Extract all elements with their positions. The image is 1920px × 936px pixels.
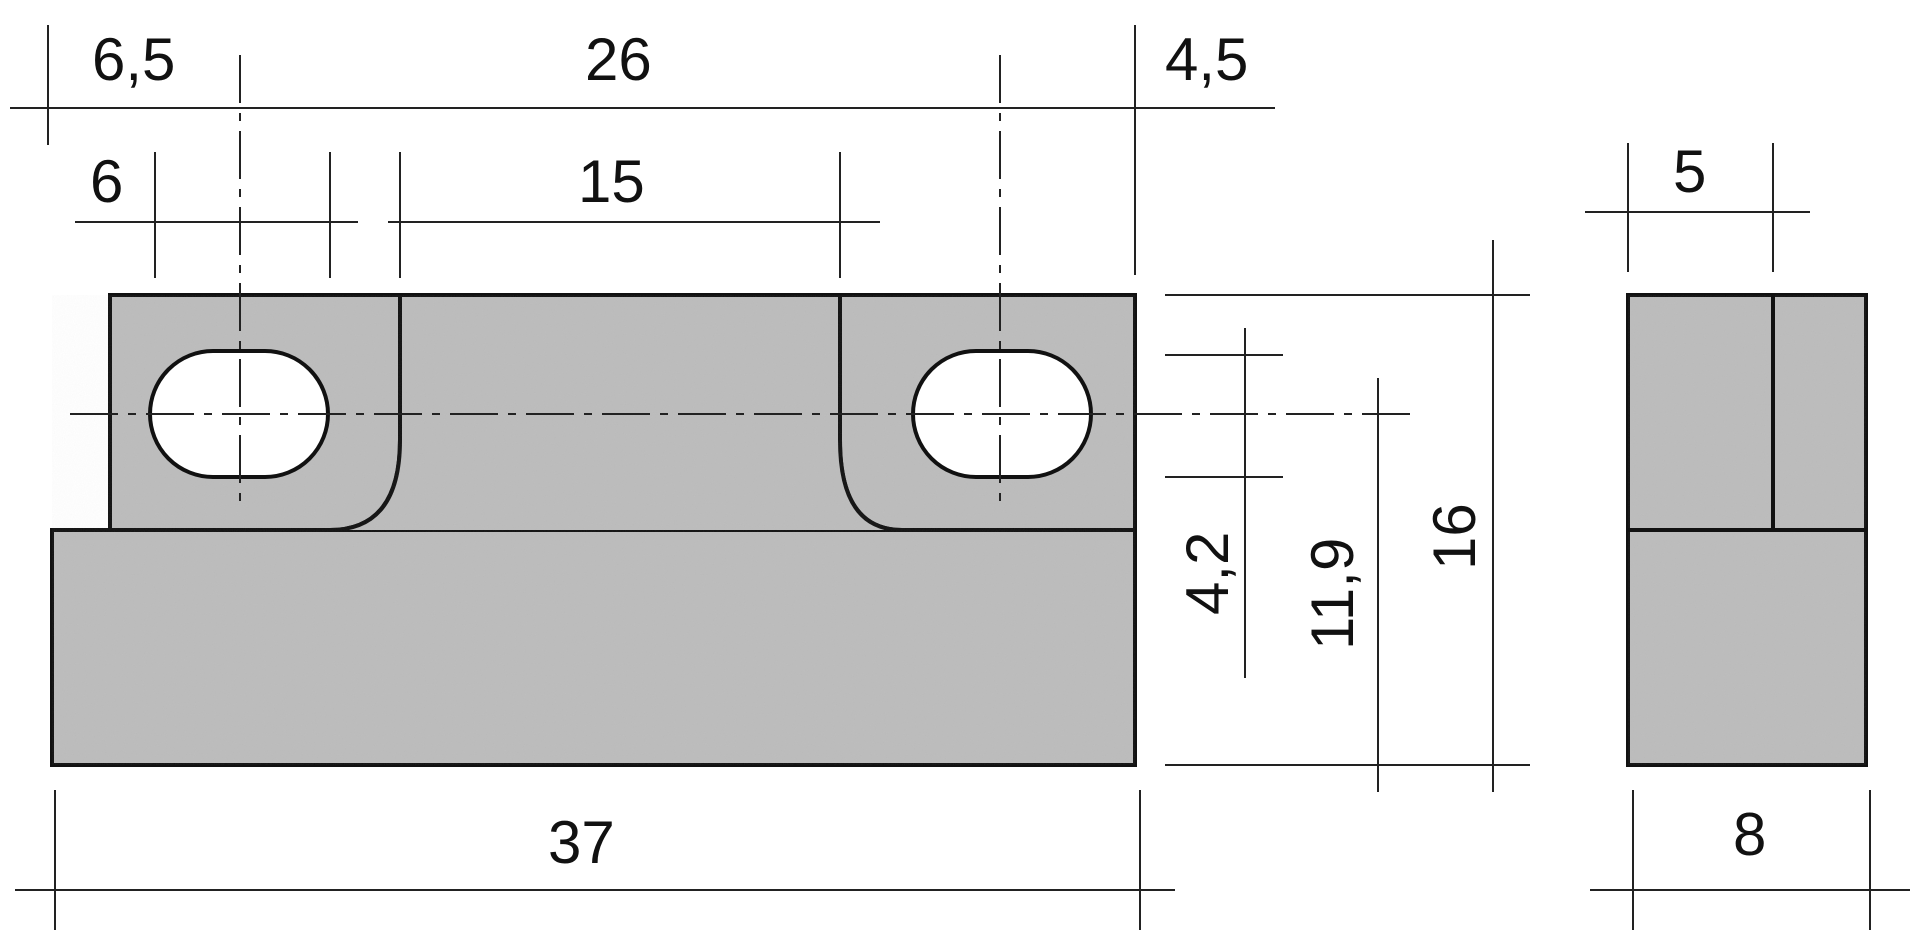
dim-side-total-width: 8: [1733, 801, 1766, 868]
dim-right-offset: 4,5: [1165, 26, 1248, 93]
dim-slot-height: 4,2: [1174, 532, 1241, 615]
top-dimension-row: 6,5 26 4,5: [10, 25, 1275, 275]
dim-total-height: 16: [1421, 503, 1488, 570]
vertical-dimensions: 4,2 11,9 16: [1165, 240, 1530, 792]
side-view: [1626, 293, 1868, 767]
dim-left-offset: 6,5: [92, 26, 175, 93]
second-dimension-row: 6 15: [75, 148, 880, 278]
dim-slot-width: 6: [90, 148, 123, 215]
dim-side-step-width: 5: [1673, 138, 1706, 205]
dim-hole-spacing: 26: [585, 26, 652, 93]
dim-total-length: 37: [548, 809, 615, 876]
dim-gap-width: 15: [578, 148, 645, 215]
side-top-dimension: 5: [1585, 138, 1810, 272]
bottom-dimensions: 37 8: [15, 790, 1910, 930]
dim-hole-center-height: 11,9: [1299, 538, 1366, 650]
front-view: [50, 55, 1420, 767]
